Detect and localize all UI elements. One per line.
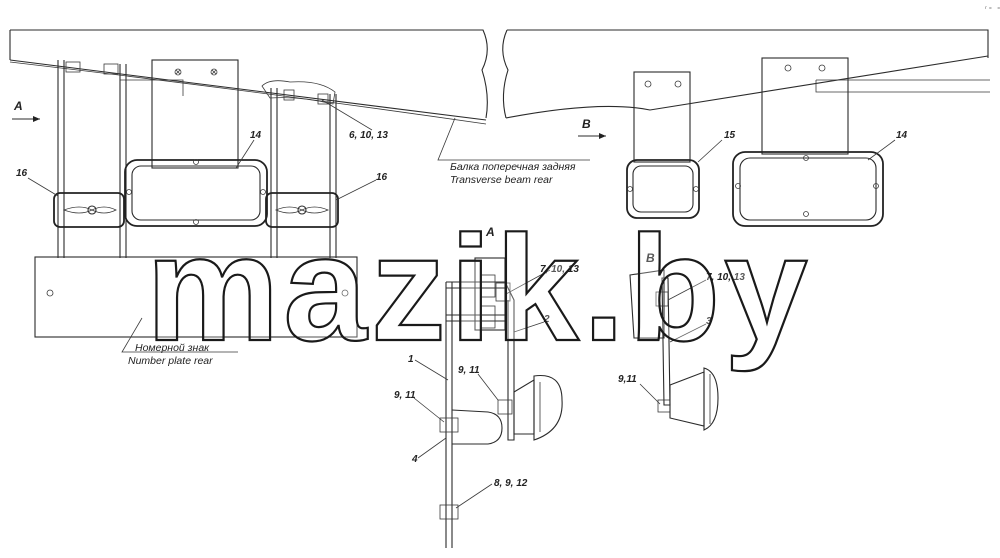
side-lamp-16-left	[53, 192, 125, 228]
callouts-right-top: 15 14	[697, 130, 908, 163]
callout-c14-right: 14	[896, 130, 908, 141]
lamp-bracket-left	[151, 59, 239, 169]
lamp-bracket-14-right	[761, 57, 849, 155]
callout-c14-left: 14	[250, 130, 262, 141]
lamp-15	[626, 159, 700, 219]
caption-plate-en: Number plate rear	[128, 355, 213, 367]
callout-c16-left: 16	[16, 168, 28, 179]
callout-c9-11-c: 9,11	[618, 374, 637, 385]
center-lamp-14-right	[732, 151, 884, 227]
callout-c7-10-13-a: 7, 10, 13	[540, 264, 579, 275]
caption-beam-en: Transverse beam rear	[450, 174, 553, 186]
callouts-detail-b: 7, 10, 13 3 9,11	[618, 272, 745, 405]
transverse-beam-left	[9, 29, 488, 125]
callouts-detail-a: 7, 10, 13 2 1 9, 11 9, 11 4 8, 9, 12	[394, 264, 579, 509]
callout-c9-11-b: 9, 11	[394, 390, 416, 401]
corner-mark: ᵣ₌ ₌₌	[984, 3, 1000, 11]
callouts-left: 16 14 16 6, 10, 13	[16, 99, 388, 201]
view-label-b-left: B	[582, 117, 591, 131]
caption-beam-ru: Балка поперечная задняя	[450, 161, 576, 173]
callout-c1: 1	[408, 354, 414, 365]
view-label-b-detail: B	[646, 251, 655, 265]
plate-caption: Номерной знак Number plate rear	[121, 317, 238, 367]
view-arrow-a: A	[12, 99, 40, 122]
callout-c15: 15	[724, 130, 736, 141]
number-plate	[34, 256, 358, 338]
callout-c16-right: 16	[376, 172, 388, 183]
detail-a: A	[439, 225, 563, 548]
callout-c8-9-12: 8, 9, 12	[494, 478, 528, 489]
plate-rods	[57, 60, 337, 258]
callout-c2: 2	[543, 314, 550, 325]
center-lamp-14-left	[124, 159, 268, 227]
caption-plate-ru: Номерной знак	[135, 342, 210, 354]
view-arrow-b: B	[578, 117, 606, 139]
callout-c9-11-a: 9, 11	[458, 365, 480, 376]
callout-c3: 3	[706, 316, 712, 327]
detail-b: B	[629, 251, 719, 431]
watermark: mazik.by	[146, 204, 812, 372]
callout-c4: 4	[411, 454, 418, 465]
transverse-beam-right	[502, 29, 990, 119]
beam-caption: Балка поперечная задняя Transverse beam …	[437, 117, 590, 186]
beam-clamps	[65, 61, 336, 105]
view-label-a-left: A	[13, 99, 23, 113]
callout-c6-10-13: 6, 10, 13	[349, 130, 388, 141]
view-label-a-detail: A	[485, 225, 495, 239]
callout-c7-10-13-b: 7, 10, 13	[706, 272, 745, 283]
side-lamp-16-right	[265, 192, 339, 228]
lamp-bracket-15	[633, 71, 691, 163]
